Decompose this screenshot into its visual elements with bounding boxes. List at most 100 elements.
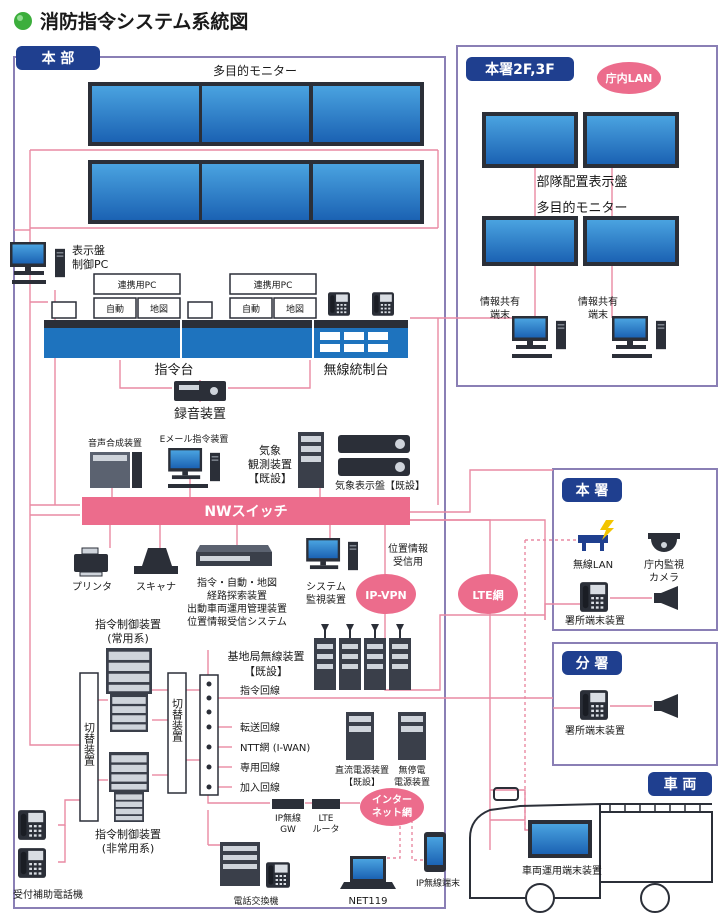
email-label: Eメール指令装置 (160, 433, 229, 445)
joho-label-2: 端末 (490, 308, 510, 321)
section-label-honsho23 (466, 57, 574, 81)
weather-display-icon (338, 435, 410, 476)
section-label-sharyo-text: 車 両 (664, 776, 697, 793)
shirei-kaisen-label: 指令回線 (240, 684, 280, 697)
section-label-bunsho (562, 651, 622, 675)
switchover-right (167, 672, 187, 794)
phone-exchange-icon (220, 842, 260, 886)
ntt-label: NTT網 (I-WAN) (240, 741, 310, 754)
honsho23-frame (456, 45, 718, 387)
system-label-1: システム (306, 581, 346, 593)
monitor-screen (313, 164, 420, 220)
keyboard-icon (12, 280, 46, 284)
pc-tower-icon (656, 320, 666, 350)
printer-label: プリンタ (72, 581, 112, 593)
info-share-pc-icon (612, 316, 648, 349)
title-bullet-highlight (17, 15, 23, 21)
section-label-honsho (562, 478, 622, 502)
keyboard-icon (168, 484, 208, 488)
ip-gw-label-1: IP無線 (275, 812, 301, 824)
email-pc-icon (168, 448, 203, 480)
speaker-icon (654, 694, 678, 718)
server-icon (196, 545, 272, 566)
honsho-monitor-inner (486, 220, 574, 262)
kichikyoku-label-1: 基地局無線装置 (228, 649, 305, 663)
ups-icon (398, 712, 426, 760)
denwa-kokanki-label: 電話交換機 (233, 895, 278, 907)
shireidai-label: 指令台 (154, 363, 193, 378)
chizu-label: 地図 (150, 303, 168, 315)
joho-label-1: 情報共有 (480, 295, 520, 308)
laptop-icon (187, 301, 213, 319)
renkei-pc-label: 連携用PC (254, 279, 293, 291)
section-label-honsho-text: 本 署 (576, 482, 609, 499)
kisho-label-1: 気象 (259, 443, 281, 457)
console-phone-icon (328, 292, 350, 316)
multi-monitor-label: 多目的モニター (213, 63, 297, 78)
recorder-icon (174, 381, 226, 401)
uketsuke-label: 受付補助電話機 (13, 888, 83, 901)
internet-network (360, 788, 424, 826)
onsei-label: 音声合成装置 (88, 437, 142, 449)
monitor-screen (313, 86, 420, 142)
ip-vpn-network (356, 574, 416, 614)
kirikae-right-label: 切替装置 (171, 698, 184, 742)
weather-rack-icon (298, 432, 324, 488)
keyboard-icon (612, 354, 652, 358)
kisho-label-3: 【既設】 (248, 471, 292, 485)
title-bullet-icon (14, 12, 32, 30)
honsho-multi-monitor-label: 多目的モニター (536, 200, 627, 216)
kichikyoku-label-2: 【既設】 (244, 664, 288, 678)
reception-phone-icon (18, 848, 46, 878)
office-lan-network (597, 62, 661, 94)
line-terminal-block (199, 674, 219, 796)
voice-synth-icon (90, 452, 142, 488)
display-pc-label-1: 表示盤 (72, 243, 105, 257)
kisho-hyoji-label: 気象表示盤【既設】 (335, 479, 425, 492)
fire-truck-icon (469, 787, 713, 913)
ip-radio-gw-icon (272, 799, 304, 809)
kanshi-label-2: カメラ (649, 572, 679, 584)
ip-vpn-label: IP-VPN (365, 589, 407, 602)
reception-phone-icon (18, 810, 46, 840)
dc-power-icon (346, 712, 374, 760)
vehicle-terminal-inner (532, 824, 588, 854)
ichi-label-1: 位置情報 (388, 542, 428, 555)
shosho-tanmatsu-label: 署所端末装置 (565, 614, 625, 627)
jido-label: 自動 (242, 303, 260, 315)
wireless-lan-icon (578, 520, 614, 551)
terminal-dots (206, 681, 212, 790)
tansaku-label-1: 指令・自動・地図 (197, 576, 277, 589)
switchover-left (79, 672, 99, 822)
seigyo-jo-label-1: 指令制御装置 (95, 617, 161, 631)
tenso-label: 転送回線 (240, 721, 280, 734)
exchange-phone-icon (266, 862, 290, 888)
monitor-screen (202, 164, 309, 220)
section-label-honbu-text: 本 部 (42, 50, 75, 67)
scanner-label: スキャナ (136, 581, 176, 593)
station-terminal-phone-icon (580, 582, 608, 612)
lte-label: LTE網 (472, 588, 503, 602)
renkei-pc-label: 連携用PC (118, 279, 157, 291)
section-label-honbu (16, 46, 100, 70)
kirikae-left-label: 切替装置 (83, 722, 96, 766)
butai-label: 部隊配置表示盤 (536, 174, 627, 190)
lte-router-label-1: LTE (319, 814, 334, 824)
printer-icon (74, 547, 108, 577)
ichi-label-2: 受信用 (393, 556, 423, 568)
scanner-icon (134, 548, 178, 574)
seigyo-hi-label-2: (非常用系) (102, 842, 155, 855)
ip-gw-label-2: GW (280, 825, 296, 835)
display-pc-label-2: 制御PC (72, 257, 109, 271)
senyo-label: 専用回線 (240, 761, 280, 774)
branch-terminal-phone-icon (580, 690, 608, 720)
pc-tower-icon (210, 452, 220, 482)
nw-switch-label: NWスイッチ (204, 504, 287, 520)
security-camera-icon (648, 533, 680, 552)
seigyo-hi-label-1: 指令制御装置 (95, 827, 161, 841)
monitor-screen (202, 86, 309, 142)
honsho-frame (552, 468, 718, 631)
laptop-icon (51, 301, 77, 319)
base-station-radio-icon (314, 624, 411, 690)
